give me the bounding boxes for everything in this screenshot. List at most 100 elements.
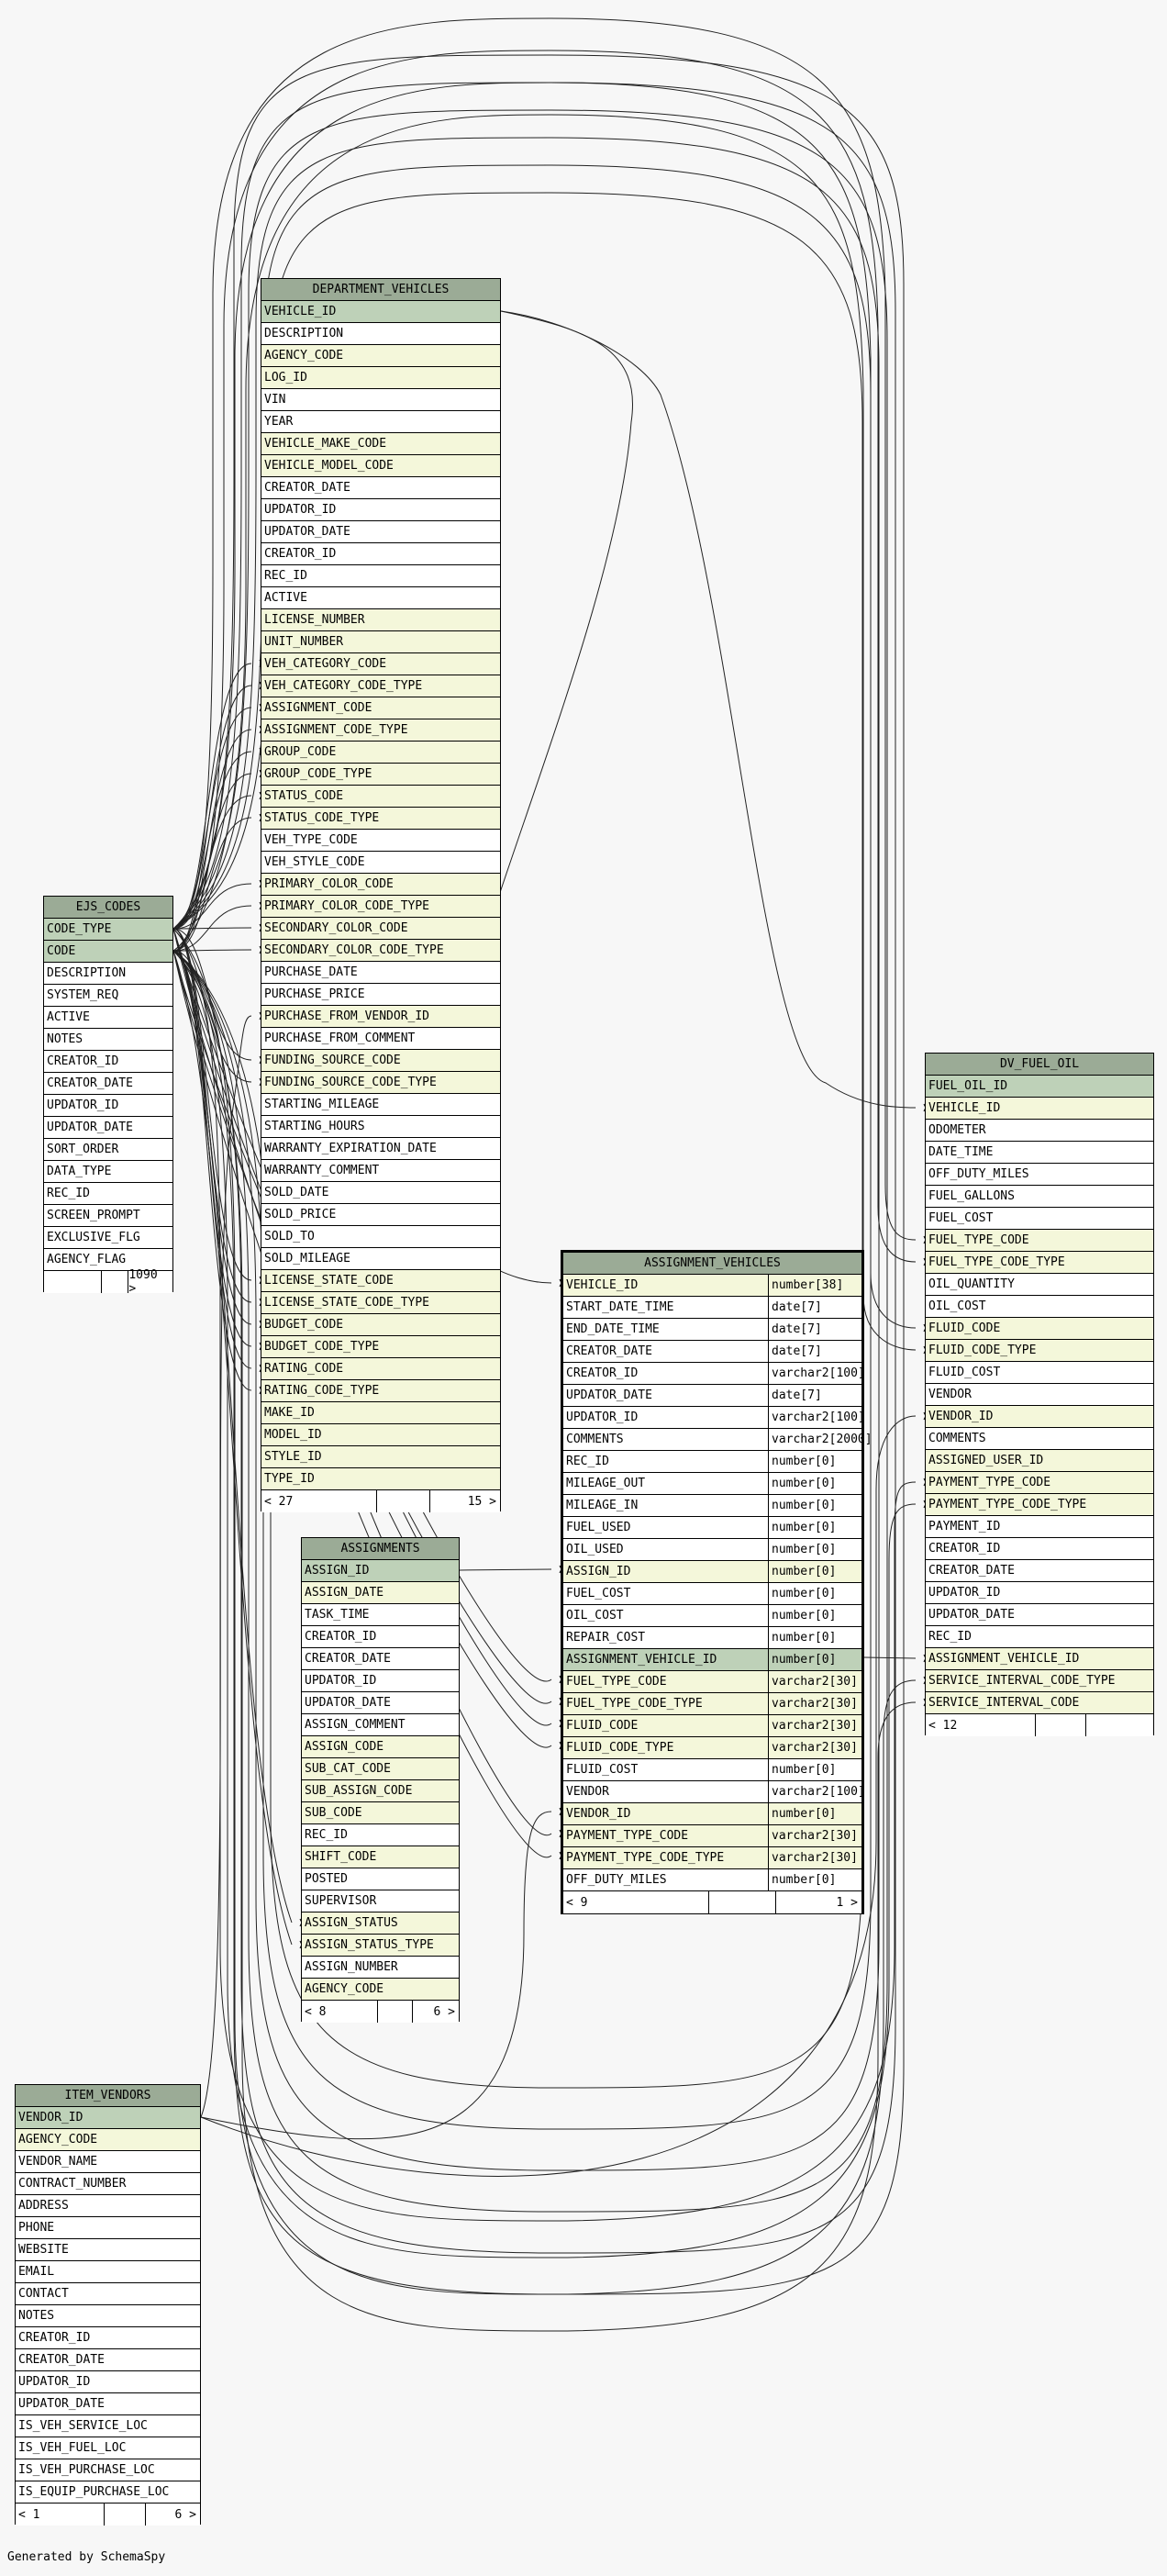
table-header[interactable]: ASSIGNMENT_VEHICLES <box>563 1253 861 1275</box>
column-row[interactable]: SUB_CAT_CODE <box>302 1758 459 1780</box>
column-row[interactable]: STATUS_CODE <box>261 786 500 808</box>
column-row[interactable]: EXCLUSIVE_FLG <box>44 1227 172 1249</box>
column-row[interactable]: ASSIGNED_USER_ID <box>926 1450 1153 1472</box>
column-row[interactable]: FUEL_GALLONS <box>926 1186 1153 1208</box>
column-row[interactable]: UNIT_NUMBER <box>261 631 500 653</box>
table-header[interactable]: DV_FUEL_OIL <box>926 1054 1153 1076</box>
column-row[interactable]: CODE_TYPE <box>44 919 172 941</box>
column-row[interactable]: LICENSE_STATE_CODE_TYPE <box>261 1292 500 1314</box>
column-row[interactable]: OFF_DUTY_MILES <box>926 1164 1153 1186</box>
column-row[interactable]: REC_ID <box>44 1183 172 1205</box>
column-row[interactable]: IS_EQUIP_PURCHASE_LOC <box>16 2481 200 2504</box>
column-row[interactable]: SCREEN_PROMPT <box>44 1205 172 1227</box>
column-row[interactable]: VEHICLE_ID <box>261 301 500 323</box>
column-row[interactable]: EMAIL <box>16 2261 200 2283</box>
column-row[interactable]: YEAR <box>261 411 500 433</box>
parent-count[interactable]: < 9 <box>563 1891 709 1913</box>
column-row[interactable]: ASSIGN_ID <box>302 1560 459 1582</box>
column-row[interactable]: SOLD_DATE <box>261 1182 500 1204</box>
column-row[interactable]: AGENCY_FLAG <box>44 1249 172 1271</box>
column-row[interactable]: SUB_CODE <box>302 1802 459 1824</box>
column-row[interactable]: SYSTEM_REQ <box>44 985 172 1007</box>
column-row[interactable]: ASSIGN_NUMBER <box>302 1957 459 1979</box>
column-row[interactable]: PHONE <box>16 2217 200 2239</box>
column-row[interactable]: POSTED <box>302 1868 459 1890</box>
column-row[interactable]: PURCHASE_PRICE <box>261 984 500 1006</box>
column-row[interactable]: VEH_CATEGORY_CODE_TYPE <box>261 675 500 697</box>
column-row[interactable]: CREATOR_ID <box>926 1538 1153 1560</box>
column-row[interactable]: OIL_QUANTITY <box>926 1274 1153 1296</box>
child-count[interactable]: 6 > <box>433 2004 455 2019</box>
column-row[interactable]: DATA_TYPE <box>44 1161 172 1183</box>
column-row[interactable]: DATE_TIME <box>926 1142 1153 1164</box>
column-row[interactable]: IS_VEH_PURCHASE_LOC <box>16 2459 200 2481</box>
column-row[interactable]: RATING_CODE_TYPE <box>261 1380 500 1402</box>
table-header[interactable]: DEPARTMENT_VEHICLES <box>261 279 500 301</box>
column-row[interactable]: SERVICE_INTERVAL_CODE_TYPE <box>926 1670 1153 1692</box>
column-row[interactable]: IS_VEH_FUEL_LOC <box>16 2437 200 2459</box>
column-row[interactable]: CONTRACT_NUMBER <box>16 2173 200 2195</box>
column-row[interactable]: VENDOR_NAME <box>16 2151 200 2173</box>
column-row[interactable]: WARRANTY_EXPIRATION_DATE <box>261 1138 500 1160</box>
column-row[interactable]: REC_ID <box>926 1626 1153 1648</box>
column-row[interactable]: CODE <box>44 941 172 963</box>
column-row[interactable]: FUEL_TYPE_CODE <box>926 1230 1153 1252</box>
column-row[interactable]: PAYMENT_TYPE_CODE <box>926 1472 1153 1494</box>
parent-count[interactable]: < 27 <box>261 1490 377 1512</box>
column-row[interactable]: VENDOR <box>926 1384 1153 1406</box>
column-row[interactable]: PAYMENT_ID <box>926 1516 1153 1538</box>
column-row[interactable]: RATING_CODE <box>261 1358 500 1380</box>
column-row[interactable]: STARTING_MILEAGE <box>261 1094 500 1116</box>
column-row[interactable]: PURCHASE_FROM_COMMENT <box>261 1028 500 1050</box>
parent-count[interactable]: < 12 <box>926 1714 1036 1736</box>
column-row[interactable]: ASSIGNMENT_VEHICLE_ID <box>926 1648 1153 1670</box>
column-row[interactable]: VEHICLE_MAKE_CODE <box>261 433 500 455</box>
column-row[interactable]: MAKE_ID <box>261 1402 500 1424</box>
column-row[interactable]: FLUID_CODE <box>926 1318 1153 1340</box>
column-row[interactable]: REC_ID <box>302 1824 459 1846</box>
column-row[interactable]: MODEL_ID <box>261 1424 500 1446</box>
column-row[interactable]: FUNDING_SOURCE_CODE <box>261 1050 500 1072</box>
parent-count[interactable] <box>44 1271 103 1293</box>
column-row[interactable]: CREATOR_DATE <box>261 477 500 499</box>
column-row[interactable]: SERVICE_INTERVAL_CODE <box>926 1692 1153 1714</box>
column-row[interactable]: ASSIGN_CODE <box>302 1736 459 1758</box>
column-row[interactable]: VEH_STYLE_CODE <box>261 852 500 874</box>
column-row[interactable]: AGENCY_CODE <box>261 345 500 367</box>
column-row[interactable]: UPDATOR_DATE <box>44 1117 172 1139</box>
column-row[interactable]: GROUP_CODE <box>261 742 500 764</box>
column-row[interactable]: CREATOR_DATE <box>926 1560 1153 1582</box>
column-row[interactable]: VIN <box>261 389 500 411</box>
column-row[interactable]: FUNDING_SOURCE_CODE_TYPE <box>261 1072 500 1094</box>
column-row[interactable]: ASSIGN_STATUS <box>302 1912 459 1935</box>
column-row[interactable]: ASSIGNMENT_CODE <box>261 697 500 719</box>
column-row[interactable]: VEHICLE_ID <box>926 1098 1153 1120</box>
column-row[interactable]: UPDATOR_ID <box>16 2371 200 2393</box>
column-row[interactable]: UPDATOR_ID <box>261 499 500 521</box>
column-row[interactable]: PURCHASE_DATE <box>261 962 500 984</box>
column-row[interactable]: UPDATOR_DATE <box>261 521 500 543</box>
parent-count[interactable]: < 1 <box>16 2504 105 2526</box>
column-row[interactable]: FUEL_OIL_ID <box>926 1076 1153 1098</box>
column-row[interactable]: CREATOR_DATE <box>16 2349 200 2371</box>
column-row[interactable]: CREATOR_DATE <box>44 1073 172 1095</box>
column-row[interactable]: ASSIGNMENT_CODE_TYPE <box>261 719 500 742</box>
table-header[interactable]: ASSIGNMENTS <box>302 1538 459 1560</box>
column-row[interactable]: VENDOR_ID <box>926 1406 1153 1428</box>
